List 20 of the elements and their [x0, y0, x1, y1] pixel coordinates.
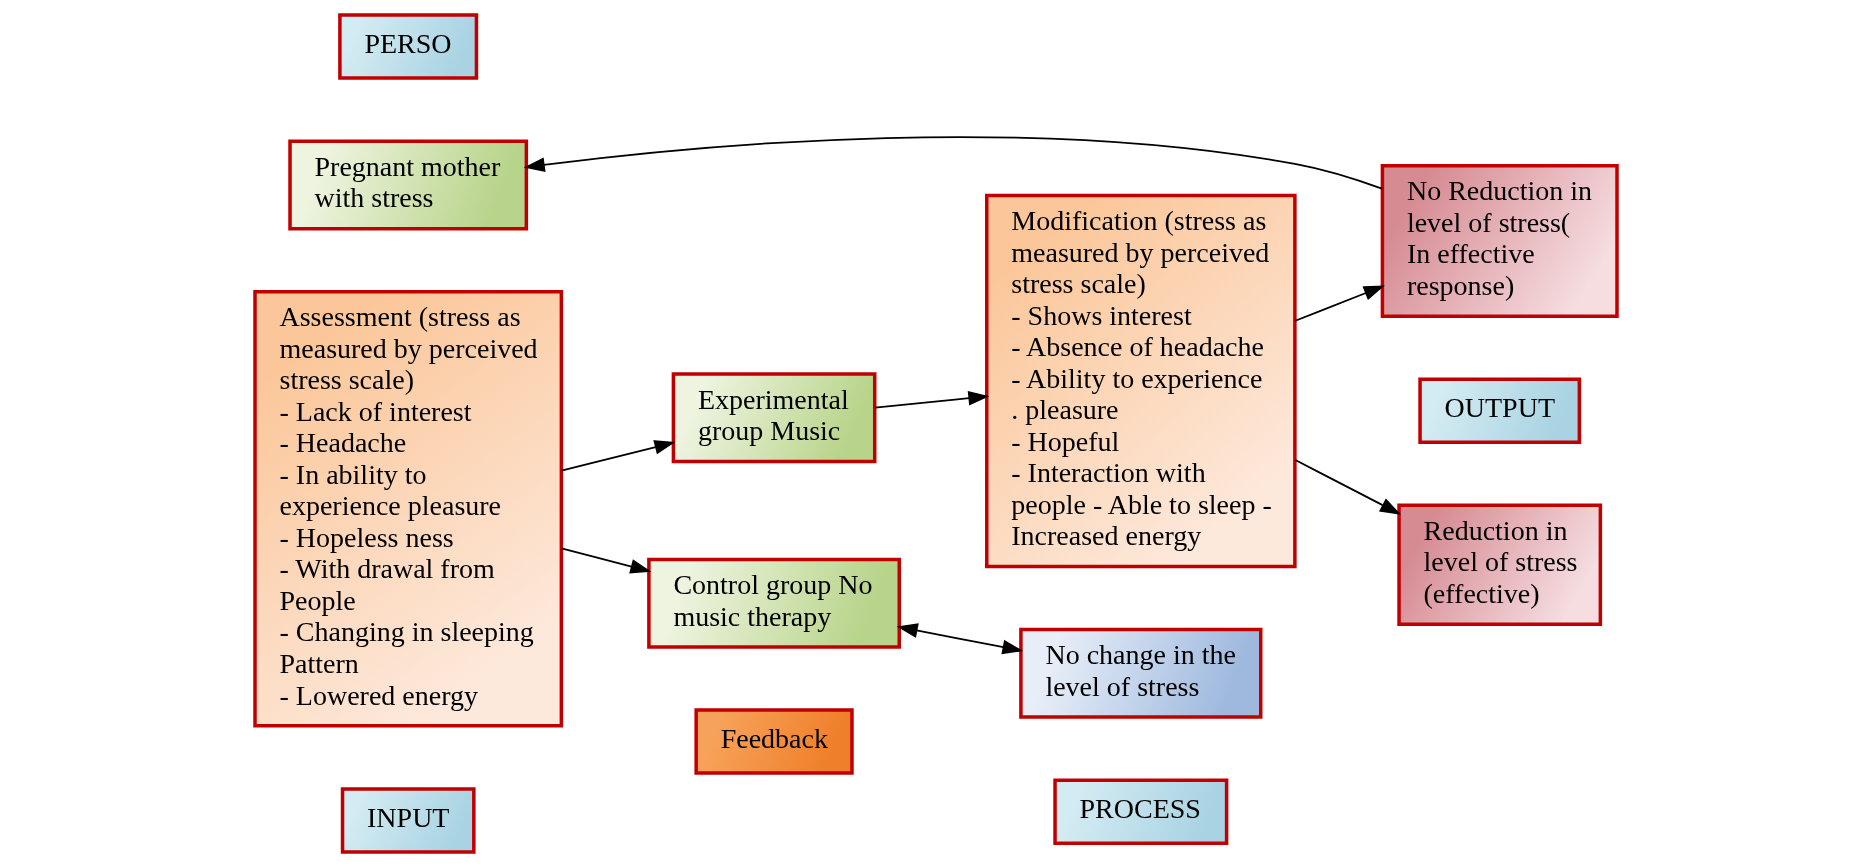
node-box: Pregnant mother with stress: [287, 139, 528, 231]
arrow: [560, 547, 651, 574]
node-box: No change in the level of stress: [1018, 627, 1262, 719]
arrow: [523, 136, 1383, 190]
node-box: Modification (stress as measured by perceived stress scale) - Shows interest - Absence of headache - Ability to experience . pleasure - Hopeful - Interaction with people - Able to sleep - Increased energy: [984, 193, 1297, 569]
node-box: Assessment (stress as measured by perceived stress scale) - Lack of interest - Headache - In ability to experience pleasure - Hopeless ness - With drawal from People - Changing in sleeping Pattern - Lowered energy: [252, 289, 563, 728]
node-box: Feedback: [693, 708, 854, 775]
node-box: INPUT: [340, 787, 476, 854]
node-box: PROCESS: [1052, 778, 1228, 845]
node-box: PERSO: [337, 13, 478, 80]
arrow: [560, 440, 675, 472]
arrow: [896, 623, 1023, 655]
arrow: [1293, 285, 1385, 322]
node-box: Reduction in level of stress (effective): [1396, 503, 1602, 627]
node-box: OUTPUT: [1417, 377, 1581, 444]
arrow: [1293, 459, 1401, 515]
node-box: Control group No music therapy: [646, 557, 901, 649]
node-box: No Reduction in level of stress( In effective response): [1380, 163, 1619, 318]
arrow: [873, 390, 989, 409]
node-box: Experimental group Music: [671, 372, 876, 464]
